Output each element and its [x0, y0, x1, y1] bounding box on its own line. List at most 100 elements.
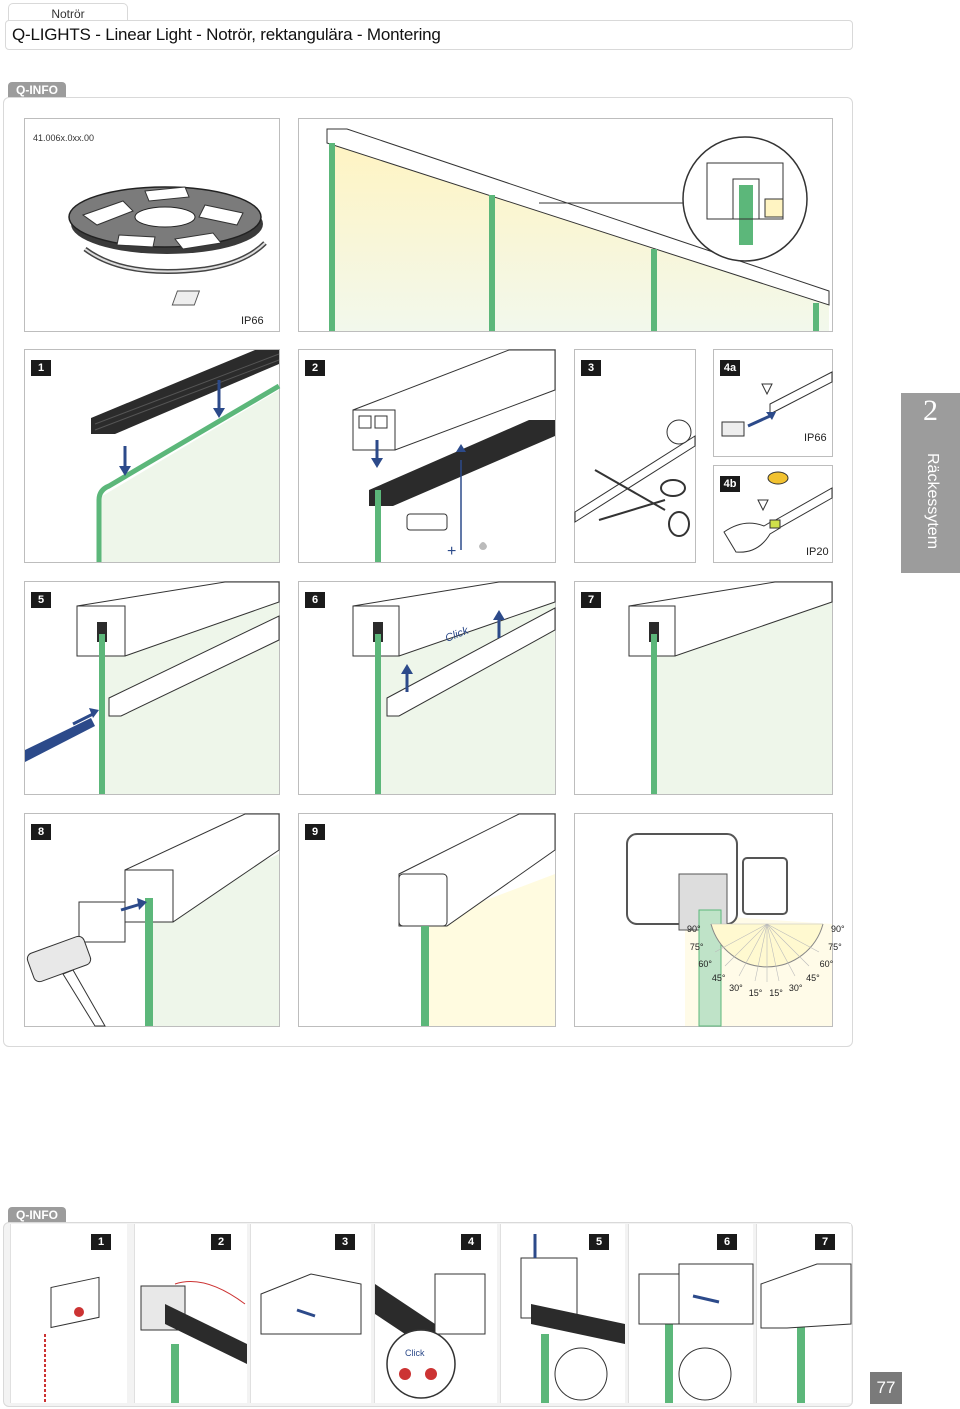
beam-angle-label: 75° [689, 942, 704, 953]
step-number: 2 [211, 1234, 231, 1250]
mini-step-3-illustration [260, 1273, 362, 1335]
led-strip [25, 718, 95, 762]
step-panel-6: Click 6 [298, 581, 556, 795]
step-number: 3 [581, 360, 601, 376]
step-panel-8: 8 [24, 813, 280, 1027]
step-number: 9 [305, 824, 325, 840]
ip66-icon [171, 290, 201, 306]
mini-step-7: 7 [756, 1224, 852, 1403]
ip-rating-4b: IP20 [806, 546, 829, 558]
arrow-right-icon [296, 1308, 316, 1318]
step-number: 5 [589, 1234, 609, 1250]
warning-icon [761, 383, 773, 396]
ip-rating: IP66 [241, 315, 264, 327]
product-panel: 41.006x.0xx.00 IP66 [24, 118, 280, 332]
arrow-down-icon [119, 446, 131, 476]
breadcrumb: Notrör [8, 3, 128, 24]
step-number: 6 [305, 592, 325, 608]
mini-step-5-illustration [520, 1234, 625, 1403]
led-strip-reel-illustration [68, 186, 267, 306]
scissors-icon [594, 469, 690, 537]
mini-step-6: 6 [628, 1224, 754, 1403]
step-number: 7 [815, 1234, 835, 1250]
mini-step-1-illustration [44, 1276, 100, 1403]
step-number: 8 [31, 824, 51, 840]
article-number: 41.006x.0xx.00 [33, 133, 95, 143]
mini-step-6-illustration [638, 1263, 754, 1403]
beam-angle-panel: 90°75°60°45°30°15°15°30°45°60°75°90° [574, 813, 845, 1027]
step-panel-2: + 2 [298, 349, 556, 563]
mini-step-4-illustration: Click [375, 1273, 486, 1399]
arrow-down-icon [213, 380, 225, 418]
chapter-number: 2 [923, 394, 938, 427]
end-cap [78, 901, 126, 943]
step-panel-7: 7 [574, 581, 833, 795]
step-number: 1 [91, 1234, 111, 1250]
mini-step-5: 5 [500, 1224, 625, 1403]
beam-angle-label: 90° [687, 924, 701, 934]
step-5-illustration [25, 581, 280, 794]
step-6-illustration: Click [352, 581, 556, 794]
plus-icon: + [447, 543, 456, 560]
mini-step-3: 3 [250, 1224, 371, 1403]
step-number: 4b [720, 476, 740, 492]
mini-step-7-illustration [760, 1263, 852, 1403]
beam-angle-label: 60° [819, 959, 834, 970]
ip-rating-4a: IP66 [804, 432, 827, 444]
mini-step-4: Click 4 [374, 1224, 497, 1403]
click-label: Click [405, 1348, 425, 1358]
step-4b-illustration [723, 471, 833, 553]
arrow-up-icon [456, 444, 466, 550]
arrow-up-icon [401, 664, 413, 692]
step-7-illustration [628, 581, 833, 794]
beam-angle-diagram [626, 833, 832, 1027]
step-panel-3: 3 [574, 349, 696, 563]
mini-step-2: 2 [134, 1224, 247, 1403]
chapter-label: Räckessytem [924, 453, 941, 550]
mini-step-2-illustration [140, 1281, 247, 1403]
step-number: 4 [461, 1234, 481, 1250]
end-cap-icon [721, 421, 745, 437]
page-title-bar: Q-LIGHTS - Linear Light - Notrör, rektan… [5, 20, 853, 50]
overview-panel [298, 118, 833, 332]
page-title: Q-LIGHTS - Linear Light - Notrör, rektan… [12, 25, 441, 44]
beam-angle-label: 15° [748, 988, 763, 999]
arrow-right-icon [120, 898, 147, 912]
beam-angle-label: 30° [788, 982, 803, 993]
step-number: 2 [305, 360, 325, 376]
sealant-icon [406, 513, 448, 531]
step-1-illustration [91, 350, 281, 562]
beam-angle-label: 60° [698, 959, 713, 970]
step-number: 6 [717, 1234, 737, 1250]
step-panel-4b: 4b IP20 [713, 465, 833, 563]
qinfo-tab: Q-INFO [8, 1207, 66, 1224]
step-2-illustration: + [352, 349, 556, 562]
step-panel-4a: 4a IP66 [713, 349, 833, 457]
step-number: 7 [581, 592, 601, 608]
step-number: 3 [335, 1234, 355, 1250]
arrow-left-icon [692, 1294, 720, 1304]
beam-angle-label: 15° [769, 988, 783, 999]
step-number: 1 [31, 360, 51, 376]
arrow-down-icon [371, 440, 383, 468]
arrow-up-icon [493, 610, 505, 638]
beam-angle-label: 75° [828, 942, 842, 953]
beam-angle-label: 45° [711, 972, 726, 983]
arrow-right-icon [72, 708, 99, 726]
mini-step-1: 1 [10, 1224, 127, 1403]
water-drop-icon [479, 542, 487, 550]
step-3-illustration [574, 419, 696, 537]
qinfo-tab: Q-INFO [8, 82, 66, 99]
beam-angle-label: 90° [831, 924, 845, 934]
chapter-side-tab[interactable]: 2 Räckessytem [901, 393, 960, 573]
step-9-illustration [398, 813, 556, 1026]
arrow-right-icon [747, 412, 776, 428]
overview-illustration [326, 128, 830, 331]
page-number: 77 [870, 1372, 902, 1404]
step-panel-5: 5 [24, 581, 280, 795]
tape-roll-icon [767, 471, 789, 485]
step-number: 4a [720, 360, 740, 376]
step-8-illustration [26, 813, 280, 1027]
step-number: 5 [31, 592, 51, 608]
step-panel-1: 1 [24, 349, 281, 563]
